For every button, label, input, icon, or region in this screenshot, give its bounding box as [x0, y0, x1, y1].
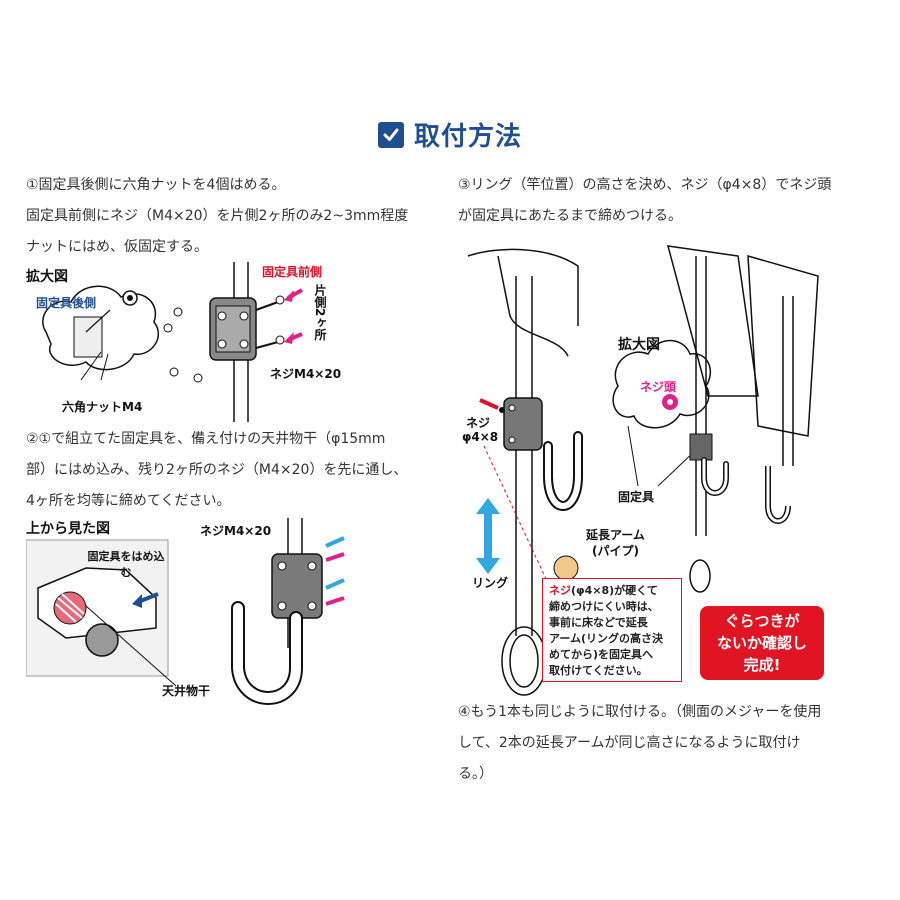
- front-fixture-label: 固定具前側: [262, 265, 323, 279]
- step1-line: ナットにはめ、仮固定する。: [26, 239, 208, 255]
- step1-line: 固定具前側にネジ（M4×20）を片側2ヶ所のみ2~3mm程度: [26, 208, 409, 224]
- note-line: (φ4×8)が硬くて: [571, 584, 658, 597]
- badge-line: ぐらつきが: [724, 612, 800, 630]
- screw-label-3: ネジ: [466, 416, 491, 430]
- ring-label: リング: [472, 576, 509, 590]
- top-view-label: 上から見た図: [26, 521, 110, 537]
- note-line: めてから)を固定具へ: [549, 648, 654, 661]
- zoom-label: 拡大図: [26, 269, 68, 285]
- step2-text: ②①で組立てた固定具を、備え付けの天井物干（φ15mm 部）にはめ込み、残り2ヶ…: [26, 424, 407, 517]
- zoom-label-2: 拡大図: [618, 337, 660, 353]
- step4-text: ④もう1本も同じように取付ける。（側面のメジャーを使用 して、2本の延長アームが…: [458, 697, 821, 790]
- step4-line: る。）: [458, 766, 493, 782]
- page-title: 取付方法: [413, 122, 522, 152]
- step3-line: が固定具にあたるまで締めつける。: [458, 208, 682, 224]
- screw-head-label: ネジ頭: [640, 380, 677, 394]
- rear-fixture-label: 固定具後側: [36, 296, 97, 310]
- pole-label: 天井物干: [162, 684, 211, 698]
- step3-text: ③リング（竿位置）の高さを決め、ネジ（φ4×8）でネジ頭 が固定具にあたるまで締…: [458, 170, 831, 232]
- note-highlight: ネジ: [549, 584, 571, 597]
- fit-label: 固定具をはめ込む: [87, 550, 165, 579]
- note-line: 締めつけにくい時は、: [549, 600, 659, 613]
- page-heading: 取付方法: [0, 116, 900, 153]
- screw-label-2: ネジM4×20: [200, 524, 272, 538]
- screw-size-label: φ4×8: [462, 430, 499, 444]
- step3-figure: [458, 236, 878, 706]
- note-line: 事前に床などで延長: [549, 616, 648, 629]
- note-box: ネジ(φ4×8)が硬くて 締めつけにくい時は、 事前に床などで延長 アーム(リン…: [542, 578, 682, 682]
- step2-line: ②①で組立てた固定具を、備え付けの天井物干（φ15mm: [26, 431, 386, 447]
- one-side-label: 片側2ヶ所: [313, 284, 327, 341]
- step2-figure: [26, 518, 436, 718]
- badge-line: ないか確認し: [716, 634, 807, 652]
- fixture-label: 固定具: [618, 490, 655, 504]
- nut-label: 六角ナットM4: [62, 400, 143, 414]
- step1-line: ①固定具後側に六角ナットを4個はめる。: [26, 177, 286, 193]
- screw-label: ネジM4×20: [270, 367, 342, 381]
- note-line: 取付けてください。: [549, 664, 648, 677]
- checkbox-icon: [377, 121, 404, 148]
- note-line: アーム(リングの高さ決: [549, 632, 664, 645]
- step1-text: ①固定具後側に六角ナットを4個はめる。 固定具前側にネジ（M4×20）を片側2ヶ…: [26, 170, 408, 263]
- step4-line: して、2本の延長アームが同じ高さになるように取付け: [458, 735, 801, 751]
- step4-line: ④もう1本も同じように取付ける。（側面のメジャーを使用: [458, 704, 822, 720]
- arm-sub-label: (パイプ): [592, 544, 639, 558]
- step2-line: 4ヶ所を均等に締めてください。: [26, 493, 231, 509]
- step3-line: ③リング（竿位置）の高さを決め、ネジ（φ4×8）でネジ頭: [458, 177, 832, 193]
- step1-figure: [26, 262, 426, 422]
- badge-line: 完成!: [743, 656, 781, 674]
- arm-label: 延長アーム: [586, 528, 645, 542]
- step2-line: 部）にはめ込み、残り2ヶ所のネジ（M4×20）を先に通し、: [26, 462, 408, 478]
- completion-badge: ぐらつきが ないか確認し 完成!: [700, 606, 824, 680]
